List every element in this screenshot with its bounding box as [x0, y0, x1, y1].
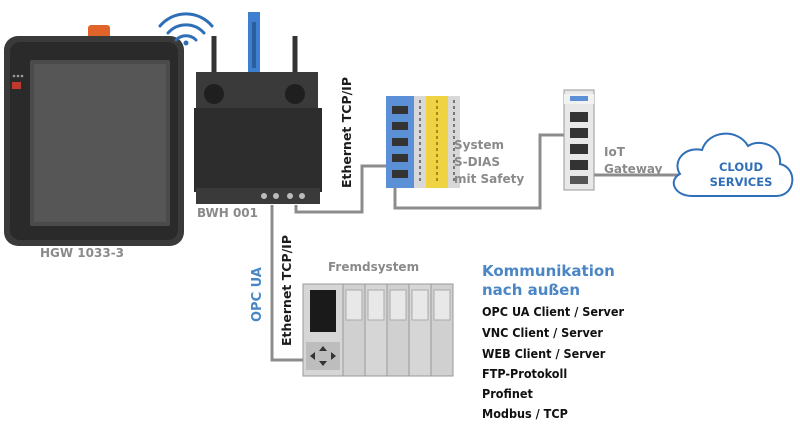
- cloud-icon: [672, 132, 794, 197]
- opcua-label: OPC UA: [250, 267, 265, 322]
- communication-item: Modbus / TCP: [482, 406, 568, 421]
- ethernet-label-bottom: Ethernet TCP/IP: [279, 235, 294, 346]
- hgw-logo-icon: [12, 82, 21, 89]
- cloud-label: CLOUD SERVICES: [700, 160, 782, 190]
- bwh-device: [194, 12, 322, 204]
- iot-label-line: IoT: [604, 145, 625, 159]
- communication-item: Profinet: [482, 386, 533, 401]
- hgw-panel: [4, 25, 184, 246]
- communication-item: OPC UA Client / Server: [482, 304, 625, 319]
- iot-label: IoT Gateway: [604, 144, 662, 178]
- communication-title-line: Kommunikation: [482, 262, 615, 280]
- communication-item: FTP-Protokoll: [482, 366, 568, 381]
- dpad-icon: [310, 346, 336, 366]
- fremdsystem-device: [302, 283, 454, 377]
- communication-item: WEB Client / Server: [482, 346, 606, 361]
- sdias-label-line: S-DIAS: [454, 155, 500, 169]
- sdias-label-line: System: [454, 138, 504, 152]
- sdias-module: [386, 96, 460, 188]
- cloud-label-line: SERVICES: [709, 175, 773, 189]
- communication-title: Kommunikation nach außen: [482, 262, 615, 300]
- hgw-label: HGW 1033-3: [40, 246, 125, 260]
- hgw-indicator-light: [88, 25, 110, 39]
- sdias-label: System S-DIAS mit Safety: [454, 137, 524, 188]
- wifi-icon: [158, 12, 214, 46]
- iot-gateway-device: [563, 89, 595, 191]
- cloud-label-line: CLOUD: [718, 160, 764, 174]
- ethernet-label-top: Ethernet TCP/IP: [339, 77, 354, 188]
- sdias-label-line: mit Safety: [454, 172, 525, 186]
- iot-label-line: Gateway: [604, 162, 663, 176]
- bwh-label: BWH 001: [197, 206, 258, 220]
- cables: [270, 133, 680, 362]
- communication-title-line: nach außen: [482, 281, 581, 299]
- fremdsystem-label: Fremdsystem: [328, 260, 420, 274]
- communication-item: VNC Client / Server: [482, 325, 603, 340]
